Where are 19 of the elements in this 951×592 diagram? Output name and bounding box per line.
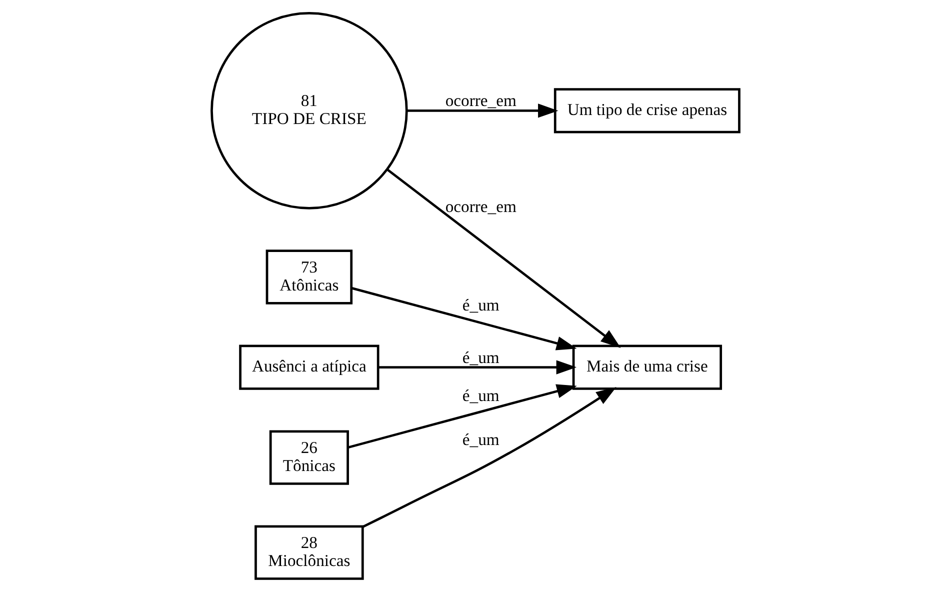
arrow	[378, 360, 577, 374]
edge-label: é_um	[462, 430, 500, 449]
edge-label: ocorre_em	[445, 91, 516, 110]
node-box: Um tipo de crise apenas	[554, 88, 740, 134]
edge-label: é_um	[462, 296, 500, 315]
arrow	[362, 387, 616, 528]
arrow	[351, 286, 577, 350]
node-box: 26 Tônicas	[269, 430, 349, 485]
arrow	[348, 384, 577, 449]
arrow	[386, 168, 621, 348]
node-box: 73 Atônicas	[266, 250, 353, 304]
node-box: Mais de uma crise	[572, 344, 722, 390]
arrow	[407, 104, 558, 118]
node-circle: 81 TIPO DE CRISE	[210, 12, 408, 210]
node-box: 28 Mioclônicas	[254, 525, 364, 580]
edge-label: ocorre_em	[445, 196, 516, 216]
edge-label: é_um	[462, 386, 500, 405]
edge-label: é_um	[462, 348, 500, 367]
node-box: Ausênci a atípica	[239, 344, 380, 390]
